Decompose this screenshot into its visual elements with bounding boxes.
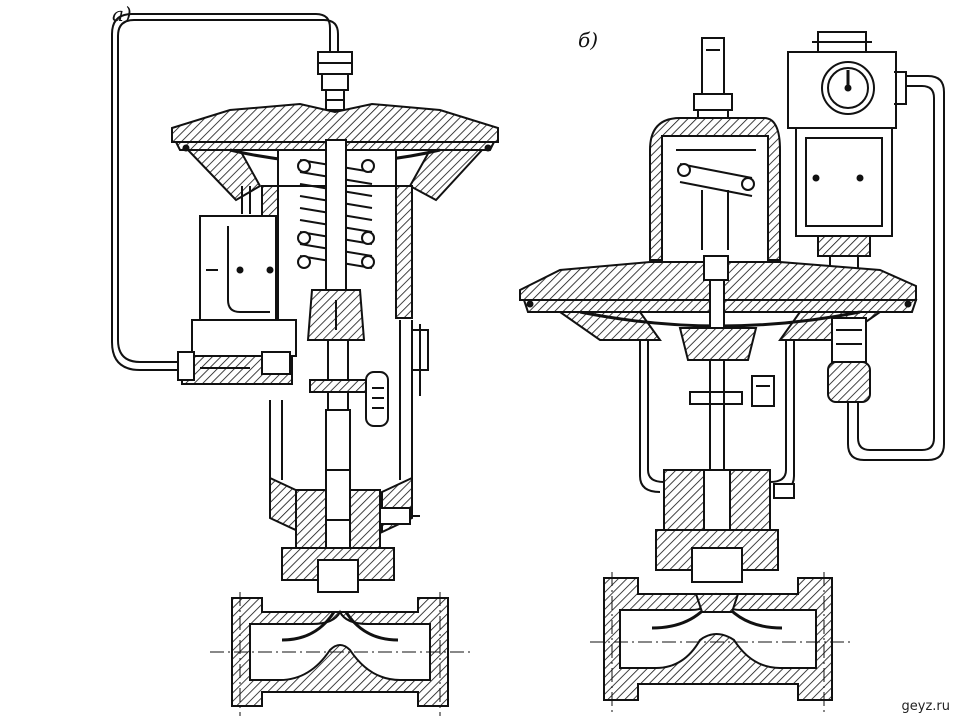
impulse-tube-a <box>111 13 339 371</box>
spring-housing-a <box>261 139 413 341</box>
impulse-tube-b <box>847 75 945 461</box>
bonnet-a <box>281 409 395 593</box>
filter-fitting-b <box>827 317 871 403</box>
valve-drawing-a <box>111 13 499 716</box>
panel-label-b: б) <box>578 28 599 52</box>
control-box-b <box>795 127 893 281</box>
watermark-text: geyz.ru <box>901 699 950 714</box>
panel-label-a: a) <box>112 2 132 26</box>
valve-body-b <box>590 572 850 712</box>
relay-box-a <box>177 186 297 385</box>
diaphragm-head-a <box>171 102 499 202</box>
pressure-gauge-b <box>787 31 907 129</box>
stem-middle-a <box>309 324 429 427</box>
spring-bonnet-b <box>649 117 781 275</box>
yoke-legs-b <box>639 340 795 499</box>
valve-drawing-b <box>519 31 945 712</box>
bonnet-b <box>655 469 779 583</box>
valve-body-a <box>210 592 470 716</box>
top-fitting-a <box>317 51 353 111</box>
